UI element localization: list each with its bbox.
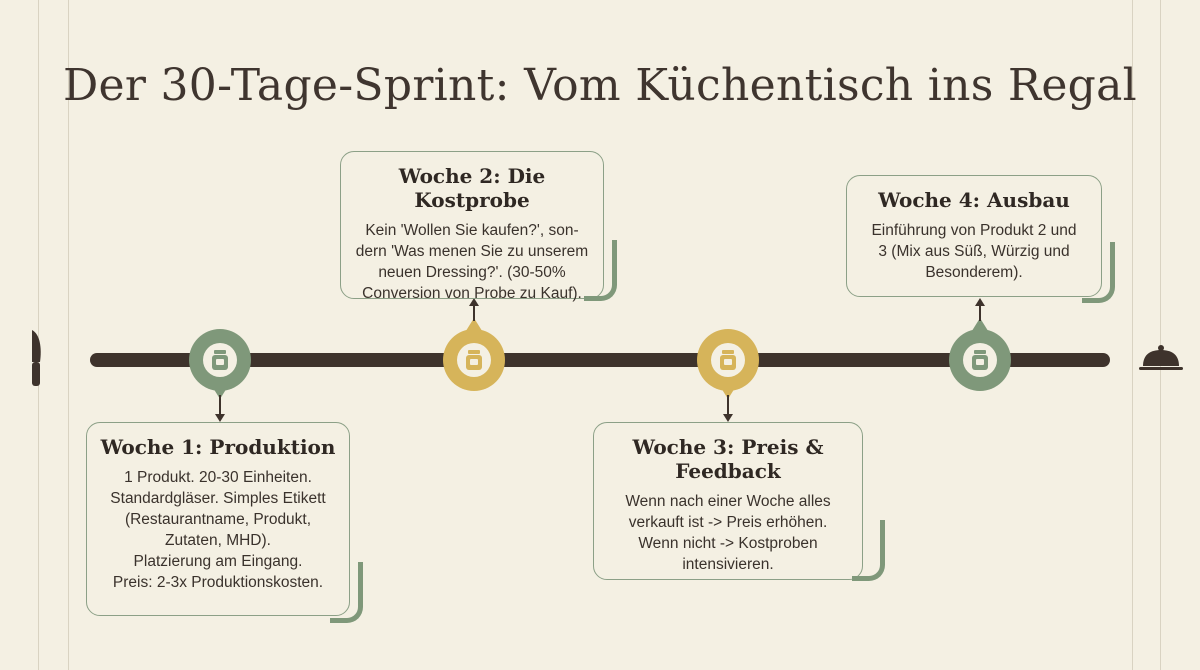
marker-week-3 — [697, 329, 759, 391]
jar-icon — [466, 350, 482, 370]
connector-week-2 — [473, 303, 475, 321]
knife-icon — [32, 330, 41, 386]
marker-week-1 — [189, 329, 251, 391]
card-week-2-body: Kein 'Wollen Sie kaufen?', son- dern 'Wa… — [355, 222, 589, 302]
connector-week-1 — [219, 395, 221, 417]
card-week-1-corner — [330, 562, 363, 623]
frame-line-left-inner — [68, 0, 69, 670]
card-week-2: Woche 2: Die Kostprobe Kein 'Wollen Sie … — [340, 151, 604, 302]
cloche-icon — [1139, 345, 1183, 370]
card-week-2-corner — [584, 240, 617, 301]
connector-week-3 — [727, 395, 729, 417]
card-week-1-body: 1 Produkt. 20-30 Einheiten. Standardgläs… — [110, 469, 326, 591]
marker-week-4 — [949, 329, 1011, 391]
card-week-4-corner — [1082, 242, 1115, 303]
card-week-2-heading: Woche 2: Die Kostprobe — [398, 164, 546, 212]
card-week-4: Woche 4: Ausbau Einführung von Produkt 2… — [846, 175, 1102, 297]
card-week-3-heading: Woche 3: Preis & Feedback — [632, 435, 824, 483]
arrow-week-1 — [215, 414, 225, 422]
connector-week-4 — [979, 303, 981, 321]
frame-line-right-inner — [1132, 0, 1133, 670]
jar-icon — [972, 350, 988, 370]
arrow-week-2 — [469, 298, 479, 306]
jar-icon — [720, 350, 736, 370]
card-week-4-heading: Woche 4: Ausbau — [878, 188, 1070, 212]
card-week-1: Woche 1: Produktion 1 Produkt. 20-30 Ein… — [86, 422, 350, 616]
arrow-week-3 — [723, 414, 733, 422]
card-week-3-body: Wenn nach einer Woche alles verkauft ist… — [625, 493, 831, 573]
card-week-3: Woche 3: Preis & Feedback Wenn nach eine… — [593, 422, 863, 580]
page-title: Der 30-Tage-Sprint: Vom Küchentisch ins … — [62, 60, 1138, 111]
jar-icon — [212, 350, 228, 370]
frame-line-right-outer — [1160, 0, 1161, 670]
marker-week-4-pin — [970, 318, 990, 334]
frame-line-left-outer — [38, 0, 39, 670]
arrow-week-4 — [975, 298, 985, 306]
card-week-1-heading: Woche 1: Produktion — [100, 435, 336, 459]
timeline-bar — [90, 353, 1110, 367]
marker-week-1-pin — [210, 383, 230, 399]
marker-week-2-pin — [464, 318, 484, 334]
marker-week-3-pin — [718, 383, 738, 399]
marker-week-2 — [443, 329, 505, 391]
card-week-4-body: Einführung von Produkt 2 und 3 (Mix aus … — [871, 222, 1077, 281]
card-week-3-corner — [852, 520, 885, 581]
